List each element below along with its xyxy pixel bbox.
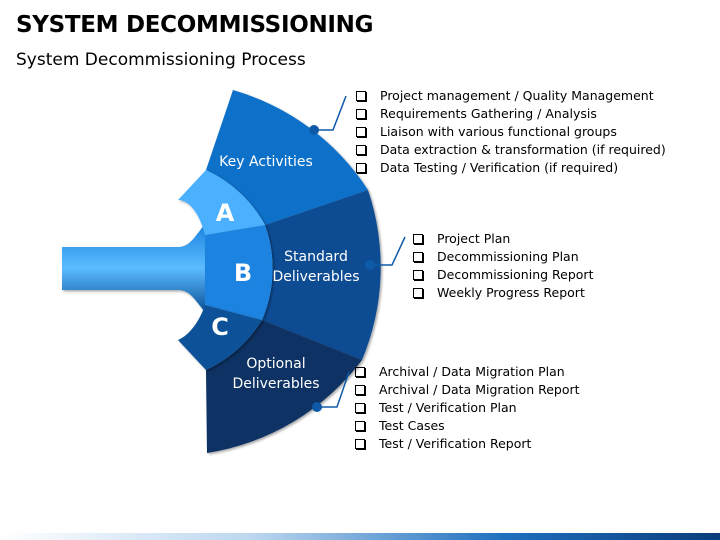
- list-item: Data extraction & transformation (if req…: [356, 141, 666, 159]
- list-item-text: Archival / Data Migration Report: [379, 382, 580, 397]
- standard-deliverables-label-line2: Deliverables: [272, 269, 359, 285]
- list-item-text: Project management / Quality Management: [380, 88, 654, 103]
- segment-a-letter: A: [216, 199, 235, 227]
- list-item: Weekly Progress Report: [413, 284, 593, 302]
- list-item-text: Test / Verification Plan: [379, 400, 517, 415]
- optional-deliverables-connector-dot: [312, 402, 322, 412]
- list-item: Liaison with various functional groups: [356, 123, 666, 141]
- segment-b-letter: B: [234, 259, 252, 287]
- segment-c-inner: [178, 305, 262, 370]
- segment-c-letter: C: [211, 313, 229, 341]
- checkbox-icon: [413, 251, 423, 262]
- list-item: Test / Verification Report: [355, 435, 580, 453]
- checkbox-icon: [355, 420, 365, 431]
- key-activities-connector: [314, 95, 347, 131]
- list-item-text: Decommissioning Plan: [437, 249, 579, 264]
- list-item: Data Testing / Verification (if required…: [356, 159, 666, 177]
- list-item: Requirements Gathering / Analysis: [356, 105, 666, 123]
- checkbox-icon: [413, 233, 423, 244]
- list-item: Project Plan: [413, 230, 593, 248]
- standard-deliverables-connector: [370, 236, 406, 266]
- segment-b-inner: [205, 225, 273, 320]
- optional-deliverables-label-line2: Deliverables: [232, 376, 319, 392]
- list-item-text: Data extraction & transformation (if req…: [380, 142, 666, 157]
- checkbox-icon: [413, 287, 423, 298]
- page-subtitle: System Decommissioning Process: [16, 50, 306, 70]
- list-item: Project management / Quality Management: [356, 87, 666, 105]
- list-item: Archival / Data Migration Report: [355, 381, 580, 399]
- optional-deliverables-segment: [206, 320, 362, 453]
- checkbox-icon: [356, 90, 366, 101]
- standard-deliverables-connector-dot: [365, 260, 375, 270]
- checkbox-icon: [355, 402, 365, 413]
- checkbox-icon: [413, 269, 423, 280]
- list-item: Test / Verification Plan: [355, 399, 580, 417]
- page-title: SYSTEM DECOMMISSIONING: [16, 12, 374, 38]
- list-item-text: Test / Verification Report: [379, 436, 532, 451]
- list-item-text: Liaison with various functional groups: [380, 124, 617, 139]
- list-item-text: Requirements Gathering / Analysis: [380, 106, 597, 121]
- list-item-text: Decommissioning Report: [437, 267, 594, 282]
- list-item: Decommissioning Report: [413, 266, 593, 284]
- list-item-text: Weekly Progress Report: [437, 285, 585, 300]
- checkbox-icon: [356, 126, 366, 137]
- list-item: Decommissioning Plan: [413, 248, 593, 266]
- checkbox-icon: [356, 108, 366, 119]
- checkbox-icon: [356, 162, 366, 173]
- optional-deliverables-label-line1: Optional: [246, 356, 305, 372]
- checkbox-icon: [356, 144, 366, 155]
- checkbox-icon: [355, 384, 365, 395]
- checkbox-icon: [355, 438, 365, 449]
- list-item-text: Archival / Data Migration Plan: [379, 364, 565, 379]
- funnel-stem: [62, 224, 205, 312]
- optional-deliverables-connector: [317, 371, 350, 408]
- standard-deliverables-label-line1: Standard: [284, 249, 348, 265]
- footer-gradient-bar: [0, 533, 720, 540]
- list-item-text: Test Cases: [379, 418, 445, 433]
- list-item-text: Data Testing / Verification (if required…: [380, 160, 619, 175]
- list-item: Archival / Data Migration Plan: [355, 363, 580, 381]
- key-activities-connector-dot: [309, 125, 319, 135]
- list-item: Test Cases: [355, 417, 580, 435]
- key-activities-label: Key Activities: [219, 154, 313, 170]
- list-item-text: Project Plan: [437, 231, 511, 246]
- segment-a-inner: [178, 170, 265, 235]
- checkbox-icon: [355, 366, 365, 377]
- key-activities-segment: [206, 90, 368, 225]
- standard-deliverables-segment: [262, 190, 381, 360]
